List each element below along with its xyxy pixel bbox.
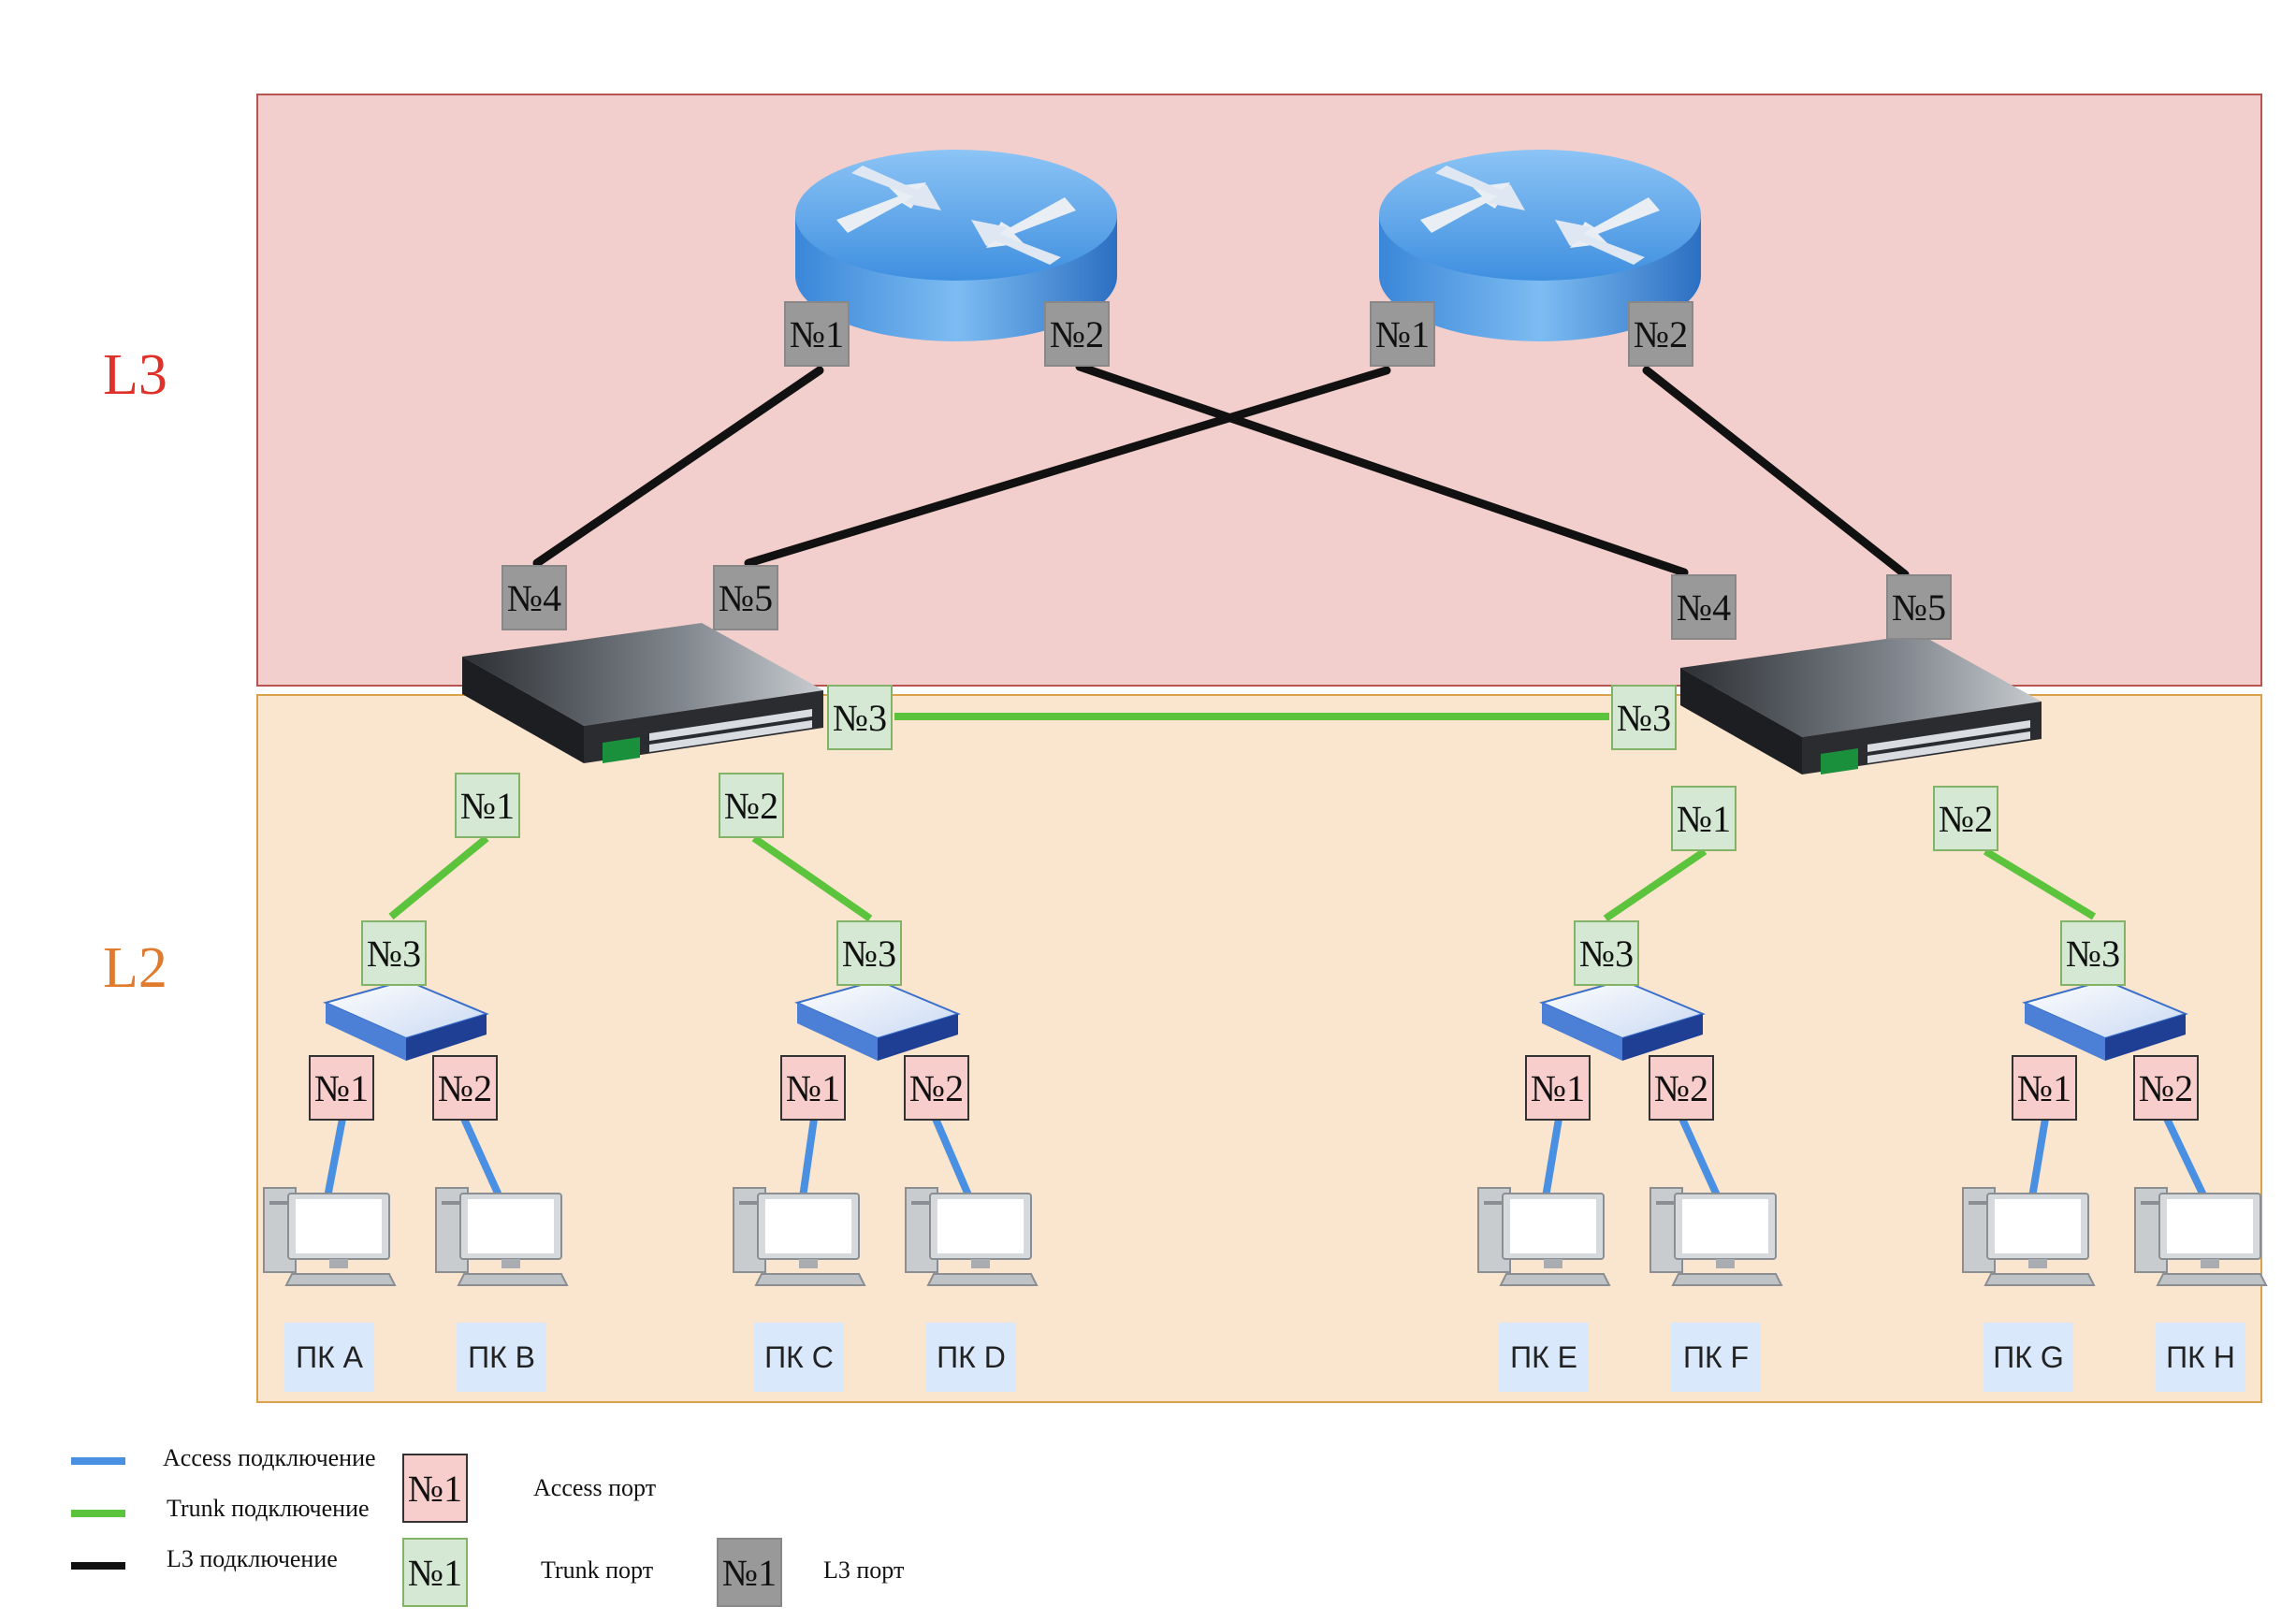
core-switch1-port-1: №1 <box>455 773 520 838</box>
legend-l3-connection: L3 подключение <box>167 1545 338 1572</box>
legend-l3-port-sample: №1 <box>717 1538 782 1607</box>
pc-icon <box>905 1187 1039 1286</box>
legend-access-connection: Access подключение <box>163 1444 376 1471</box>
router2-port-2: №2 <box>1628 301 1693 367</box>
l2-layer-label: L2 <box>103 936 167 1000</box>
access-switch-icon <box>1539 978 1706 1061</box>
pc-icon <box>1477 1187 1611 1286</box>
access-switch3-port-1: №1 <box>1525 1055 1591 1121</box>
core-switch1-port-2: №2 <box>719 773 784 838</box>
access-link-a <box>324 1118 346 1198</box>
core-switch1-port-5: №5 <box>713 565 778 630</box>
pc-label-b: ПК B <box>457 1323 546 1392</box>
access-link-e <box>1542 1118 1562 1198</box>
pc-icon <box>733 1187 866 1286</box>
legend-trunk-connection: Trunk подключение <box>167 1495 370 1522</box>
router1-port-1: №1 <box>784 301 850 367</box>
legend-l3-port: L3 порт <box>823 1556 905 1584</box>
pc-label-g: ПК G <box>1984 1323 2073 1392</box>
access-switch4-uplink-port: №3 <box>2060 920 2126 986</box>
pc-label-c: ПК C <box>754 1323 844 1392</box>
access-switch3-port-2: №2 <box>1649 1055 1714 1121</box>
core-switch1-port-3: №3 <box>827 685 893 750</box>
pc-icon <box>1649 1187 1783 1286</box>
legend-l3-line <box>71 1562 125 1570</box>
pc-label-h: ПК H <box>2156 1323 2245 1392</box>
l3-link-r2p2-cs2p5 <box>1642 366 1910 579</box>
l3-link-r2p1-cs1p5 <box>744 366 1391 568</box>
trunk-link-cs2p2-as4 <box>1983 847 2097 920</box>
router-icon <box>1379 150 1701 341</box>
core-switch1-port-4: №4 <box>501 565 567 630</box>
access-switch4-port-2: №2 <box>2133 1055 2199 1121</box>
access-switch1-uplink-port: №3 <box>361 920 427 986</box>
access-link-g <box>2028 1118 2049 1198</box>
legend-trunk-line <box>71 1510 125 1517</box>
core-switch2-port-1: №1 <box>1671 786 1737 851</box>
access-switch1-port-2: №2 <box>432 1055 498 1121</box>
access-switch1-port-1: №1 <box>309 1055 374 1121</box>
pc-icon <box>435 1187 569 1286</box>
access-link-f <box>1678 1117 1722 1199</box>
router2-port-1: №1 <box>1370 301 1435 367</box>
access-link-b <box>460 1117 503 1199</box>
access-link-d <box>932 1117 973 1199</box>
pc-icon <box>1962 1187 2096 1286</box>
pc-label-e: ПК E <box>1499 1323 1589 1392</box>
l3-link-r1p1-cs1p4 <box>532 366 824 568</box>
access-switch-icon <box>794 978 961 1061</box>
legend-access-line <box>71 1457 125 1465</box>
pc-label-f: ПК F <box>1671 1323 1761 1392</box>
trunk-link-cs1p2-as2 <box>751 834 873 922</box>
core-switch2-port-2: №2 <box>1933 786 1998 851</box>
legend-trunk-port: Trunk порт <box>541 1556 654 1584</box>
pc-icon <box>263 1187 397 1286</box>
router1-port-2: №2 <box>1044 301 1110 367</box>
l3-layer-label: L3 <box>103 343 167 407</box>
pc-label-d: ПК D <box>926 1323 1016 1392</box>
access-switch2-uplink-port: №3 <box>836 920 902 986</box>
access-switch3-uplink-port: №3 <box>1574 920 1639 986</box>
legend-access-port-sample: №1 <box>402 1454 468 1523</box>
pc-label-a: ПК A <box>284 1323 374 1392</box>
access-switch-icon <box>2022 978 2188 1061</box>
access-switch2-port-2: №2 <box>904 1055 969 1121</box>
l2-zone <box>256 694 2262 1403</box>
l3-link-r1p2-cs2p4 <box>1075 362 1689 577</box>
access-switch-icon <box>323 978 489 1061</box>
access-switch2-port-1: №1 <box>780 1055 846 1121</box>
core-switch2-port-5: №5 <box>1886 574 1952 640</box>
pc-icon <box>2134 1187 2268 1286</box>
router-icon <box>795 150 1117 341</box>
legend-trunk-port-sample: №1 <box>402 1538 468 1607</box>
core-switch-icon <box>1680 634 2042 774</box>
core-switch2-port-4: №4 <box>1671 574 1737 640</box>
access-switch4-port-1: №1 <box>2012 1055 2077 1121</box>
access-link-c <box>799 1118 818 1198</box>
trunk-link-cs1p1-as1 <box>388 834 489 920</box>
core-switch2-port-3: №3 <box>1611 685 1677 750</box>
trunk-link-cs2p1-as3 <box>1603 847 1707 922</box>
core-switch-icon <box>462 623 823 763</box>
access-link-h <box>2163 1117 2208 1199</box>
legend-access-port: Access порт <box>533 1474 657 1501</box>
